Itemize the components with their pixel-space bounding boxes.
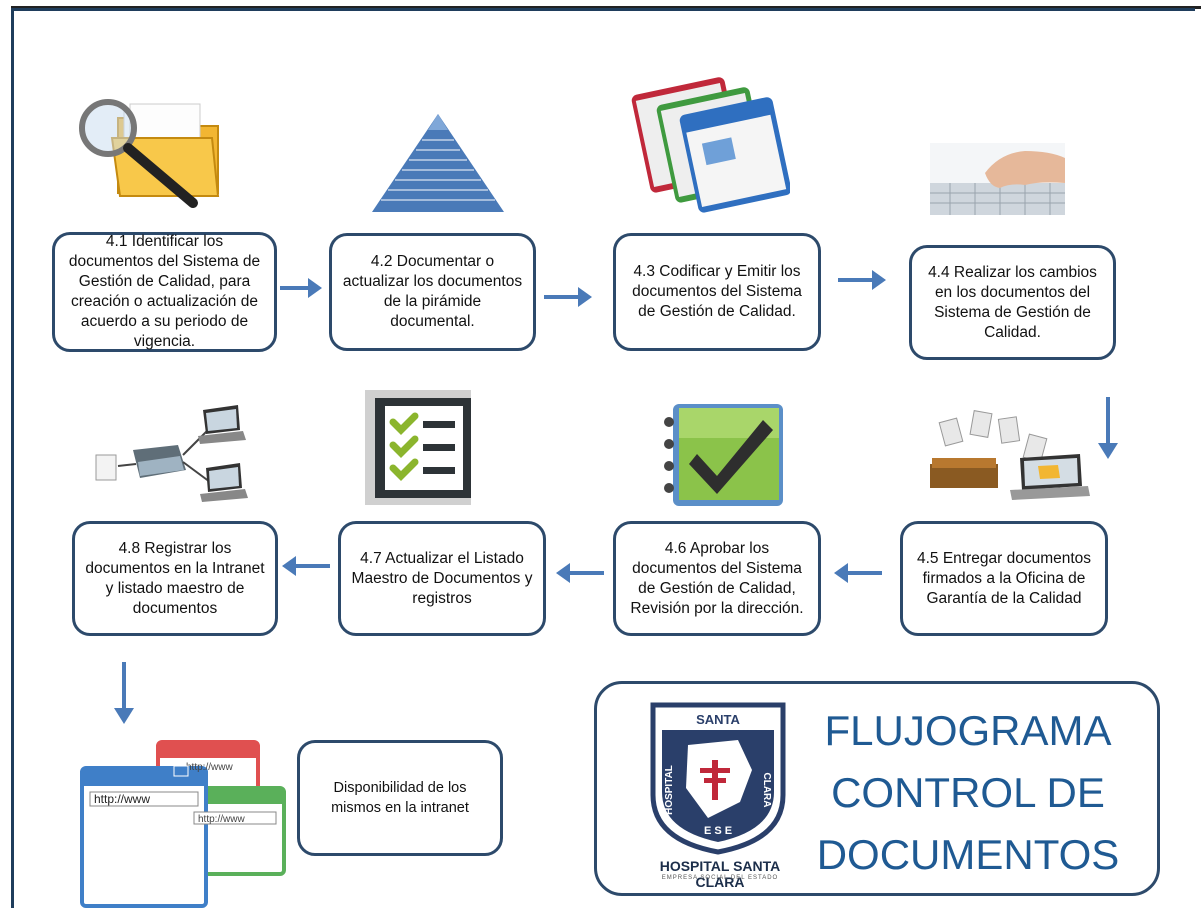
step-4-7-box: 4.7 Actualizar el Listado Maestro de Doc… bbox=[338, 521, 546, 636]
intranet-availability-text: Disponibilidad de los mismos en la intra… bbox=[331, 780, 469, 816]
document-pyramid-icon bbox=[372, 114, 504, 212]
title-line-2: CONTROL DE bbox=[831, 769, 1105, 816]
title-line-3: DOCUMENTOS bbox=[816, 831, 1120, 878]
arrow-right-3 bbox=[838, 270, 886, 290]
intranet-availability-box: Disponibilidad de los mismos en la intra… bbox=[297, 740, 503, 856]
step-4-4-box: 4.4 Realizar los cambios en los document… bbox=[909, 245, 1116, 360]
arrow-right-2 bbox=[544, 287, 592, 307]
stacked-books-icon bbox=[631, 77, 790, 213]
arrow-right-1 bbox=[280, 278, 322, 298]
diagram-title: FLUJOGRAMA CONTROL DE DOCUMENTOS bbox=[788, 700, 1148, 886]
files-to-laptop-icon bbox=[930, 410, 1090, 500]
arrow-left-1 bbox=[834, 563, 882, 583]
step-4-5-box: 4.5 Entregar documentos firmados a la Of… bbox=[900, 521, 1108, 636]
browser-windows-icon: http://www http://www http://www bbox=[80, 740, 286, 908]
step-4-3-box: 4.3 Codificar y Emitir los documentos de… bbox=[613, 233, 821, 351]
step-4-7-text: 4.7 Actualizar el Listado Maestro de Doc… bbox=[351, 549, 533, 607]
step-4-2-text: 4.2 Documentar o actualizar los document… bbox=[342, 253, 523, 330]
step-4-2-box: 4.2 Documentar o actualizar los document… bbox=[329, 233, 536, 351]
step-4-6-text: 4.6 Aprobar los documentos del Sistema d… bbox=[630, 539, 804, 617]
browser-url-2: http://www bbox=[198, 814, 245, 825]
title-line-1: FLUJOGRAMA bbox=[824, 707, 1112, 754]
checklist-icon bbox=[365, 390, 471, 505]
hospital-shield-logo: SANTA HOSPITAL CLARA E S E bbox=[650, 702, 786, 855]
step-4-1-text: 4.1 Identificar los documentos del Siste… bbox=[68, 233, 261, 350]
top-rule bbox=[11, 6, 1201, 9]
logo-subcaption: EMPRESA SOCIAL DEL ESTADO bbox=[661, 875, 779, 881]
browser-url-1: http://www bbox=[94, 792, 150, 806]
diagram-frame bbox=[11, 8, 1195, 908]
arrow-left-2 bbox=[556, 563, 604, 583]
typing-hands-icon bbox=[930, 143, 1065, 215]
arrow-down-right bbox=[1098, 397, 1118, 459]
step-4-3-text: 4.3 Codificar y Emitir los documentos de… bbox=[632, 263, 802, 320]
logo-bottom-text: E S E bbox=[704, 825, 732, 837]
logo-left-text: HOSPITAL bbox=[664, 765, 675, 815]
logo-caption: HOSPITAL SANTA CLARA bbox=[659, 858, 781, 890]
approved-notebook-icon bbox=[664, 404, 783, 506]
logo-top-text: SANTA bbox=[696, 712, 740, 727]
step-4-8-box: 4.8 Registrar los documentos en la Intra… bbox=[72, 521, 278, 636]
step-4-8-text: 4.8 Registrar los documentos en la Intra… bbox=[85, 539, 265, 617]
network-scanner-icon bbox=[95, 405, 248, 502]
folder-magnifier-icon bbox=[79, 99, 220, 208]
arrow-down-left bbox=[114, 662, 134, 724]
step-4-1-box: 4.1 Identificar los documentos del Siste… bbox=[52, 232, 277, 352]
step-4-5-text: 4.5 Entregar documentos firmados a la Of… bbox=[916, 549, 1092, 607]
step-4-4-text: 4.4 Realizar los cambios en los document… bbox=[928, 263, 1097, 341]
step-4-6-box: 4.6 Aprobar los documentos del Sistema d… bbox=[613, 521, 821, 636]
browser-url-3: http://www bbox=[186, 762, 233, 773]
logo-right-text: CLARA bbox=[761, 773, 772, 808]
arrow-left-3 bbox=[282, 556, 330, 576]
